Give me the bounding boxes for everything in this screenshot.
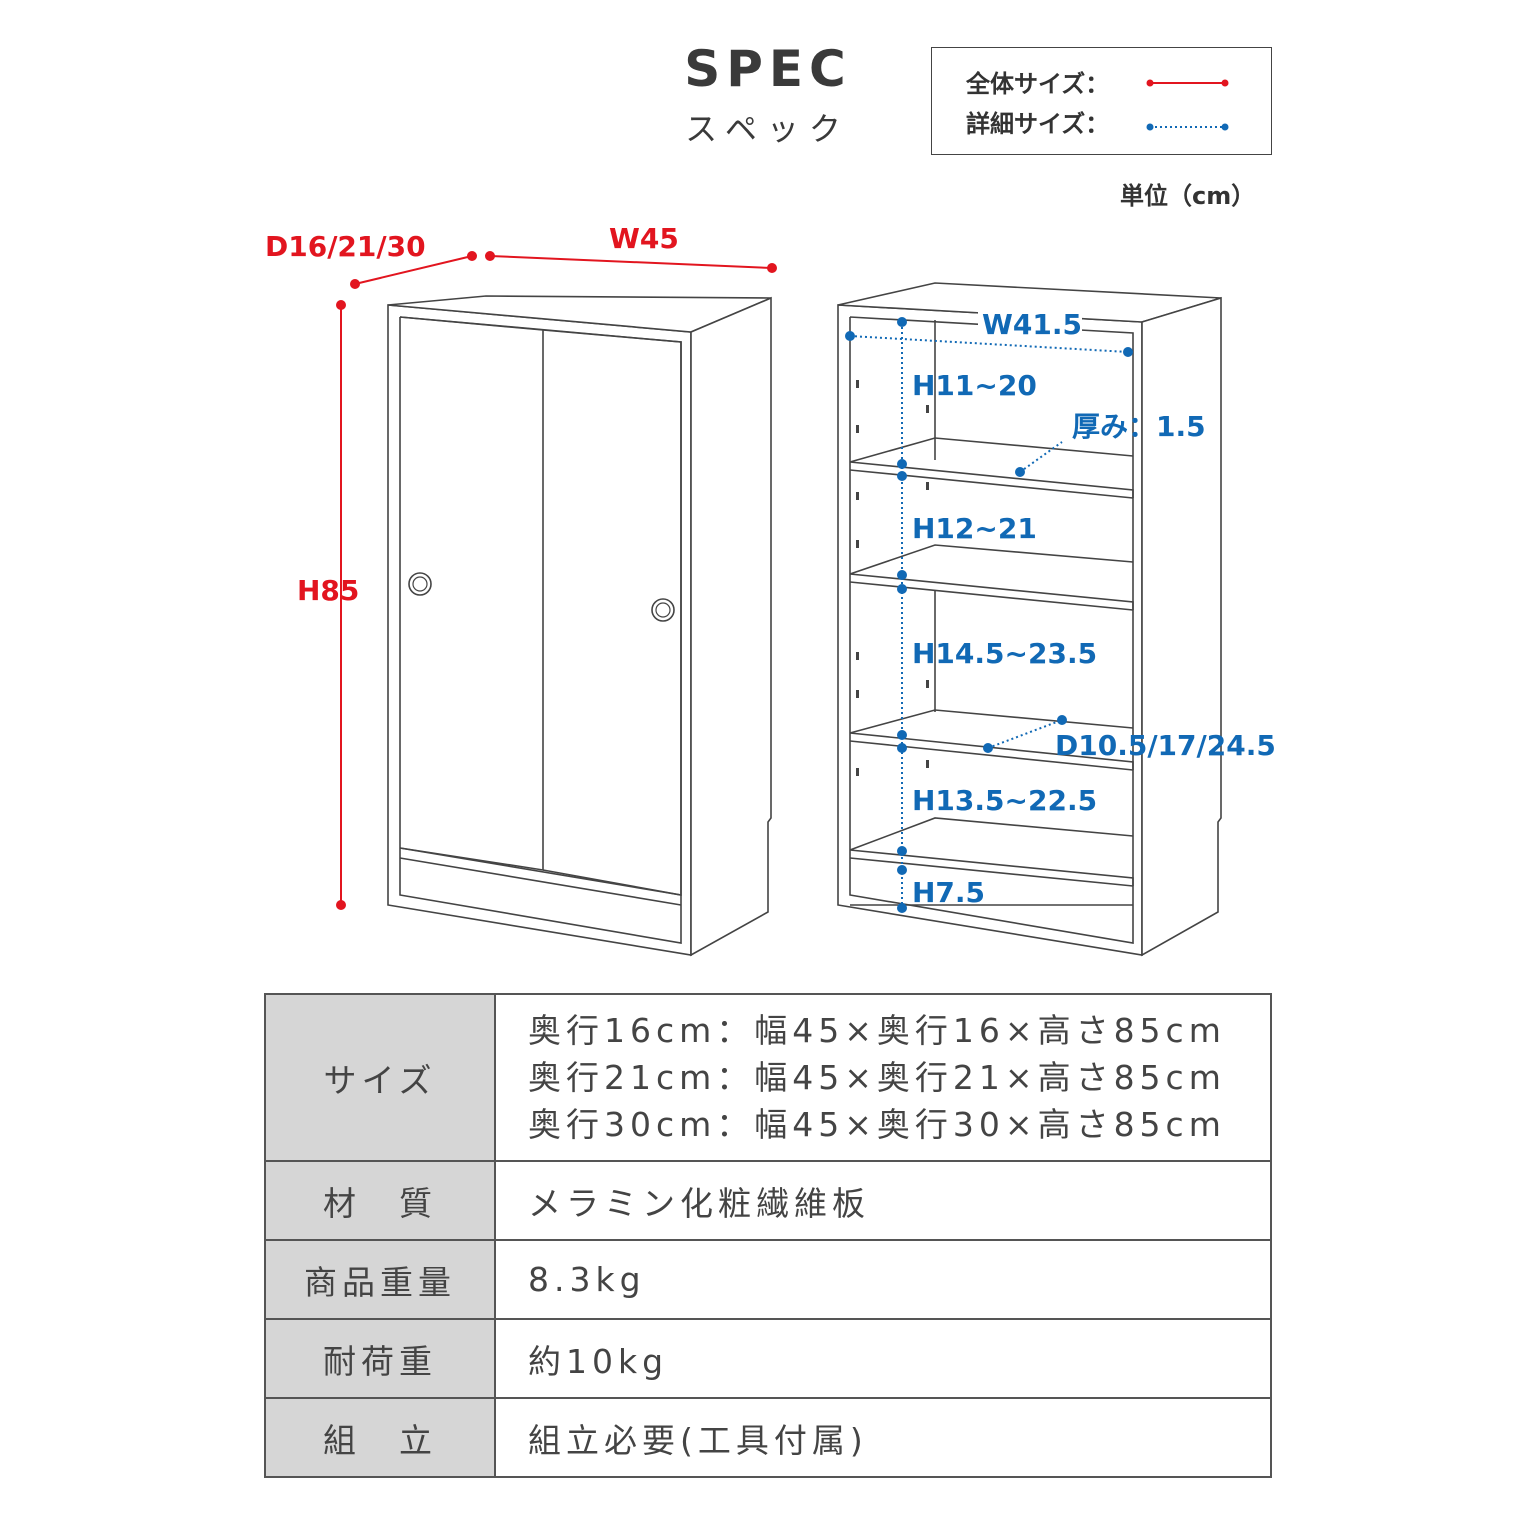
page-title: SPEC bbox=[684, 40, 852, 98]
cabinet-diagram: D16/21/30 W45 H85 bbox=[265, 222, 1276, 957]
open-cabinet-drawing bbox=[837, 282, 1222, 957]
inner-width-label-bg bbox=[978, 308, 1082, 338]
shelf-4-height-label: H13.5~22.5 bbox=[912, 784, 1097, 817]
spec-size-line: 奥行16cm：幅45×奥行16×高さ85cm bbox=[528, 1011, 1226, 1050]
spec-size-value: 奥行16cm：幅45×奥行16×高さ85cm 奥行21cm：幅45×奥行21×高… bbox=[494, 993, 1272, 1162]
base-height-label: H7.5 bbox=[912, 876, 985, 909]
spec-material-value: メラミン化粧繊維板 bbox=[494, 1160, 1272, 1241]
door-handle-right-icon bbox=[651, 598, 675, 622]
spec-size-line: 奥行21cm：幅45×奥行21×高さ85cm bbox=[528, 1058, 1226, 1097]
legend-lines bbox=[1146, 79, 1229, 131]
spec-assembly-label: 組 立 bbox=[264, 1397, 496, 1478]
spec-material-label: 材 質 bbox=[264, 1160, 496, 1241]
spec-row-size: サイズ 奥行16cm：幅45×奥行16×高さ85cm 奥行21cm：幅45×奥行… bbox=[264, 993, 1272, 1162]
spec-weight-value: 8.3kg bbox=[494, 1239, 1272, 1320]
spec-row-load: 耐荷重 約10kg bbox=[264, 1318, 1272, 1399]
spec-row-weight: 商品重量 8.3kg bbox=[264, 1239, 1272, 1320]
detail-dimension-lines bbox=[845, 317, 1133, 913]
depth-dimension-label: D16/21/30 bbox=[265, 230, 426, 263]
shelf-3-height-label: H14.5~23.5 bbox=[912, 637, 1097, 670]
inner-width-label: W41.5 bbox=[982, 308, 1082, 341]
legend-overall-label: 全体サイズ： bbox=[966, 70, 1110, 98]
legend-detail-dot-right bbox=[1221, 123, 1229, 131]
overall-dimension-lines bbox=[336, 251, 777, 910]
page-subtitle: スペック bbox=[685, 110, 851, 148]
shelf-1-height-label: H11~20 bbox=[912, 369, 1037, 402]
spec-row-assembly: 組 立 組立必要(工具付属) bbox=[264, 1397, 1272, 1478]
legend-detail-label: 詳細サイズ： bbox=[966, 110, 1110, 138]
spec-load-value: 約10kg bbox=[494, 1318, 1272, 1399]
height-dimension-label: H85 bbox=[297, 574, 359, 607]
legend-detail-dot-left bbox=[1146, 123, 1154, 131]
legend-overall-dot-left bbox=[1146, 79, 1154, 87]
legend-box: 全体サイズ： 詳細サイズ： bbox=[931, 47, 1272, 155]
door-handle-left-icon bbox=[408, 572, 432, 596]
unit-label: 単位（cm） bbox=[1120, 182, 1256, 210]
shelf-thickness-label: 厚み：1.5 bbox=[1072, 410, 1206, 443]
spec-size-line: 奥行30cm：幅45×奥行30×高さ85cm bbox=[528, 1105, 1226, 1144]
shelf-depth-label: D10.5/17/24.5 bbox=[1055, 729, 1276, 762]
spec-load-label: 耐荷重 bbox=[264, 1318, 496, 1399]
spec-table: サイズ 奥行16cm：幅45×奥行16×高さ85cm 奥行21cm：幅45×奥行… bbox=[264, 993, 1272, 1478]
shelf-pin-holes bbox=[856, 380, 929, 776]
spec-assembly-value: 組立必要(工具付属) bbox=[494, 1397, 1272, 1478]
spec-row-material: 材 質 メラミン化粧繊維板 bbox=[264, 1160, 1272, 1241]
legend-overall-dot-right bbox=[1221, 79, 1229, 87]
shelf-2-height-label: H12~21 bbox=[912, 512, 1037, 545]
spec-size-label: サイズ bbox=[264, 993, 496, 1162]
closed-cabinet-drawing bbox=[387, 295, 772, 957]
spec-weight-label: 商品重量 bbox=[264, 1239, 496, 1320]
width-dimension-label: W45 bbox=[609, 222, 679, 255]
